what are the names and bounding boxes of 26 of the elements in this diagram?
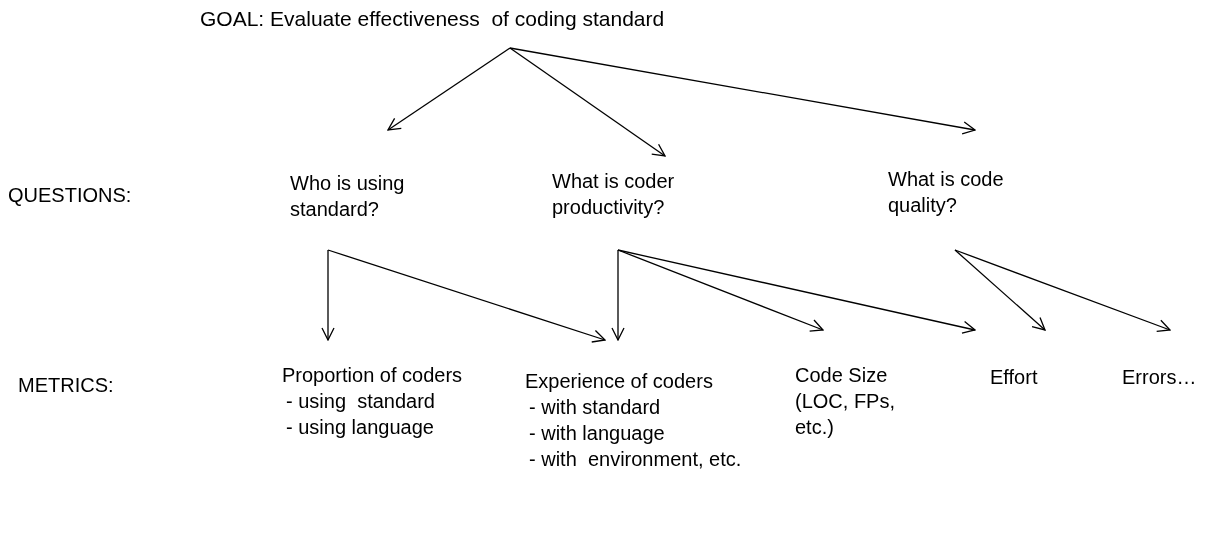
arrow — [321, 249, 335, 341]
node-text: - with language — [528, 421, 666, 446]
row-heading: QUESTIONS: — [8, 183, 132, 208]
node-text: What is code quality? — [888, 167, 1005, 218]
arrow — [611, 249, 625, 341]
arrow — [617, 249, 824, 332]
node-text: Who is using standard? — [290, 171, 406, 222]
node-text: - with environment, etc. — [528, 447, 743, 472]
node-text: - using standard — [285, 389, 436, 414]
arrow — [327, 249, 606, 343]
arrow — [954, 249, 1171, 333]
node-text: Code Size (LOC, FPs, etc.) — [795, 363, 896, 440]
node-text: Errors… — [1122, 365, 1198, 390]
arrow — [509, 47, 666, 157]
node-text: Proportion of coders — [282, 363, 464, 388]
node-text: - using language — [285, 415, 435, 440]
arrow — [387, 47, 511, 131]
arrow — [617, 249, 976, 334]
node-text: What is coder productivity? — [552, 169, 676, 220]
row-heading: METRICS: — [18, 373, 114, 398]
node-text: GOAL: Evaluate effectiveness of coding standard — [200, 6, 666, 32]
node-text: Effort — [990, 365, 1039, 390]
arrow — [509, 47, 976, 135]
node-text: - with standard — [528, 395, 662, 420]
arrow — [954, 249, 1046, 331]
node-text: Experience of coders — [525, 369, 714, 394]
